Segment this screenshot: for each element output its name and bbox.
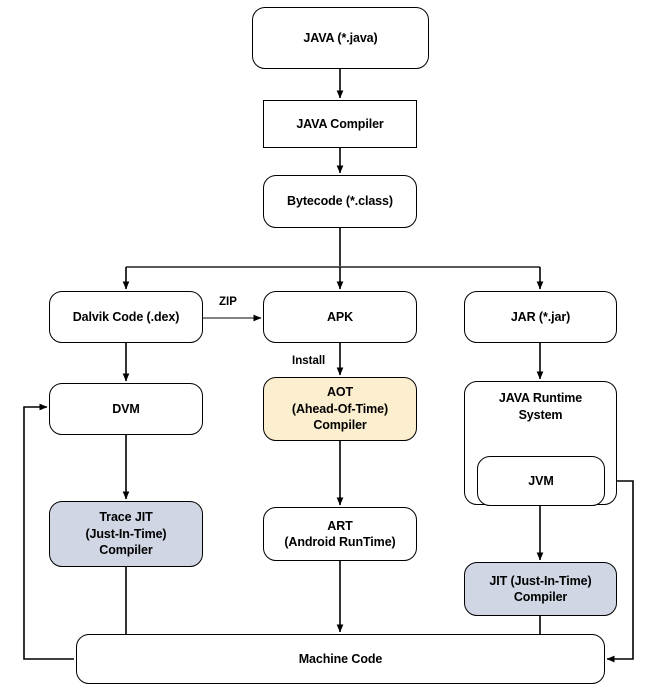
node-label: JAR (*.jar) xyxy=(510,309,571,324)
node-bytecode[interactable]: Bytecode (*.class) xyxy=(263,175,417,228)
node-dalvik-code[interactable]: Dalvik Code (.dex) xyxy=(49,291,203,343)
node-label: Dalvik Code (.dex) xyxy=(72,309,180,324)
node-java-source[interactable]: JAVA (*.java) xyxy=(252,7,429,69)
node-label: JIT (Just-In-Time) Compiler xyxy=(489,573,592,605)
node-label: JAVA Compiler xyxy=(296,116,384,131)
node-label: AOT (Ahead-Of-Time) Compiler xyxy=(291,385,389,433)
node-trace-jit-compiler[interactable]: Trace JIT (Just-In-Time) Compiler xyxy=(49,501,203,567)
edge-label-zip: ZIP xyxy=(219,296,237,308)
node-machine-code[interactable]: Machine Code xyxy=(76,634,605,684)
node-label: Trace JIT (Just-In-Time) Compiler xyxy=(85,510,167,558)
node-label: DVM xyxy=(112,401,140,416)
node-jar[interactable]: JAR (*.jar) xyxy=(464,291,617,343)
node-label: APK xyxy=(326,309,354,324)
edge-label-install: Install xyxy=(292,355,326,367)
node-dvm[interactable]: DVM xyxy=(49,383,203,435)
node-jit-compiler[interactable]: JIT (Just-In-Time) Compiler xyxy=(464,562,617,616)
node-label: ART (Android RunTime) xyxy=(284,518,396,550)
node-label: JVM xyxy=(528,473,554,488)
node-label: JAVA (*.java) xyxy=(303,30,378,45)
node-label: JAVA Runtime System xyxy=(498,391,583,422)
node-apk[interactable]: APK xyxy=(263,291,417,343)
node-java-compiler[interactable]: JAVA Compiler xyxy=(263,100,417,148)
node-label: Machine Code xyxy=(298,651,383,666)
node-jvm[interactable]: JVM xyxy=(477,456,605,506)
node-art[interactable]: ART (Android RunTime) xyxy=(263,507,417,561)
node-label: Bytecode (*.class) xyxy=(287,194,393,209)
node-aot-compiler[interactable]: AOT (Ahead-Of-Time) Compiler xyxy=(263,377,417,441)
